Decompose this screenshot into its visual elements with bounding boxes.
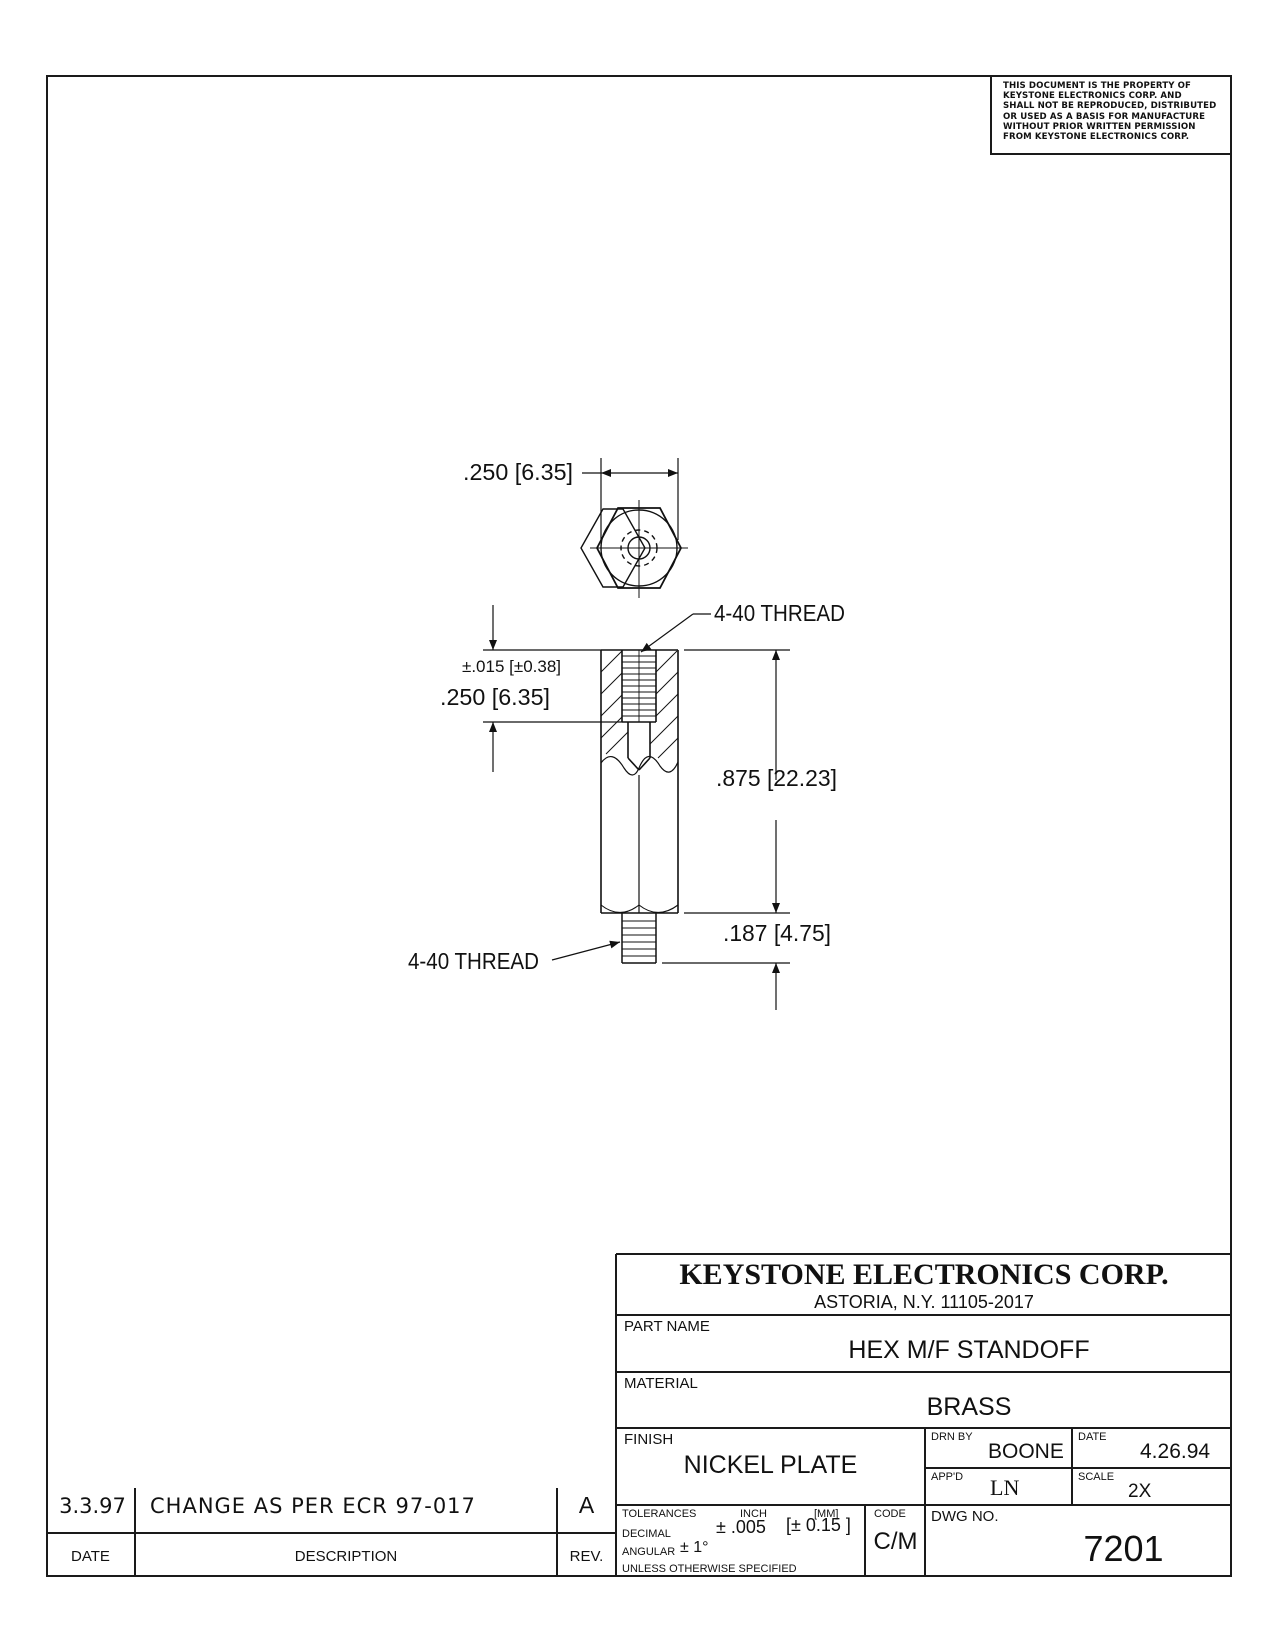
standoff-side-view (600, 649, 679, 914)
dimension-body-length (684, 649, 790, 914)
external-stud (621, 913, 657, 964)
label-stud-length: .187 [4.75] (723, 920, 831, 946)
finish-label: FINISH (624, 1431, 674, 1448)
angular-label: ANGULAR (622, 1546, 676, 1558)
code-value: C/M (873, 1528, 918, 1555)
dimension-stud-length (662, 962, 790, 1010)
internal-thread-lines (622, 650, 656, 722)
revision-letter: A (578, 1492, 595, 1518)
notice-line: OR USED AS A BASIS FOR MANUFACTURE (1003, 111, 1206, 122)
inch-label: INCH (740, 1508, 767, 1520)
drawing-border (46, 75, 1232, 1577)
rev-header: REV. (569, 1548, 604, 1565)
material-label: MATERIAL (624, 1375, 698, 1392)
finish-value: NICKEL PLATE (683, 1451, 858, 1479)
revision-description: CHANGE AS PER ECR 97-017 (150, 1494, 476, 1518)
code-label: CODE (874, 1508, 906, 1520)
property-notice: THIS DOCUMENT IS THE PROPERTY OF KEYSTON… (990, 75, 1232, 155)
notice-line: FROM KEYSTONE ELECTRONICS CORP. (1003, 132, 1190, 143)
date-header: DATE (71, 1548, 110, 1565)
section-hatching (600, 650, 679, 759)
part-name-value: HEX M/F STANDOFF (848, 1336, 1090, 1364)
decimal-inch: ± .005 (716, 1517, 766, 1537)
leader-bottom-thread (551, 940, 621, 961)
angular-value: ± 1° (680, 1539, 709, 1556)
label-hex-width: .250 [6.35] (463, 459, 573, 485)
description-header: DESCRIPTION (294, 1548, 398, 1565)
dwg-no-label: DWG NO. (931, 1508, 999, 1525)
notice-line: KEYSTONE ELECTRONICS CORP. AND (1003, 91, 1182, 102)
label-tolerance: ±.015 [±0.38] (462, 657, 561, 676)
mm-label: [MM] (814, 1508, 839, 1520)
drn-by-label: DRN BY (931, 1431, 973, 1443)
appd-label: APP'D (931, 1471, 964, 1483)
scale-value: 2X (1128, 1481, 1152, 1502)
drn-by-value: BOONE (988, 1440, 1064, 1463)
label-thread-depth: .250 [6.35] (440, 684, 550, 710)
dimension-labels: .250 [6.35] 4-40 THREAD ±.015 [±0.38] .2… (408, 459, 845, 974)
tolerances-label: TOLERANCES (622, 1508, 697, 1520)
appd-value: LN (990, 1475, 1020, 1500)
scale-label: SCALE (1078, 1471, 1115, 1483)
title-block-grid (46, 1253, 1232, 1577)
drawing-number: 7201 (1083, 1528, 1164, 1569)
date-label: DATE (1078, 1431, 1107, 1443)
notice-line: THIS DOCUMENT IS THE PROPERTY OF (1003, 81, 1191, 91)
part-name-label: PART NAME (624, 1318, 710, 1335)
material-value: BRASS (926, 1393, 1012, 1421)
hex-end-view (580, 508, 646, 588)
decimal-mm: [± 0.15 ] (786, 1515, 851, 1535)
label-thread-top: 4-40 THREAD (714, 600, 845, 626)
notice-line: WITHOUT PRIOR WRITTEN PERMISSION (1003, 121, 1196, 132)
notice-line: SHALL NOT BE REPRODUCED, DISTRIBUTED (1003, 101, 1217, 112)
revision-date: 3.3.97 (59, 1494, 126, 1518)
company-name: KEYSTONE ELECTRONICS CORP. (679, 1258, 1169, 1291)
company-address: ASTORIA, N.Y. 11105-2017 (814, 1292, 1034, 1312)
dimension-hex-width (582, 458, 679, 540)
dimension-thread-depth (483, 605, 622, 772)
hex-view (590, 500, 688, 598)
leader-top-thread (640, 613, 711, 653)
label-body-length: .875 [22.23] (716, 765, 837, 791)
date-value: 4.26.94 (1140, 1440, 1211, 1463)
unless-label: UNLESS OTHERWISE SPECIFIED (622, 1563, 797, 1575)
stud-thread-lines (622, 920, 656, 957)
decimal-label: DECIMAL (622, 1528, 671, 1540)
label-thread-bottom: 4-40 THREAD (408, 948, 539, 974)
